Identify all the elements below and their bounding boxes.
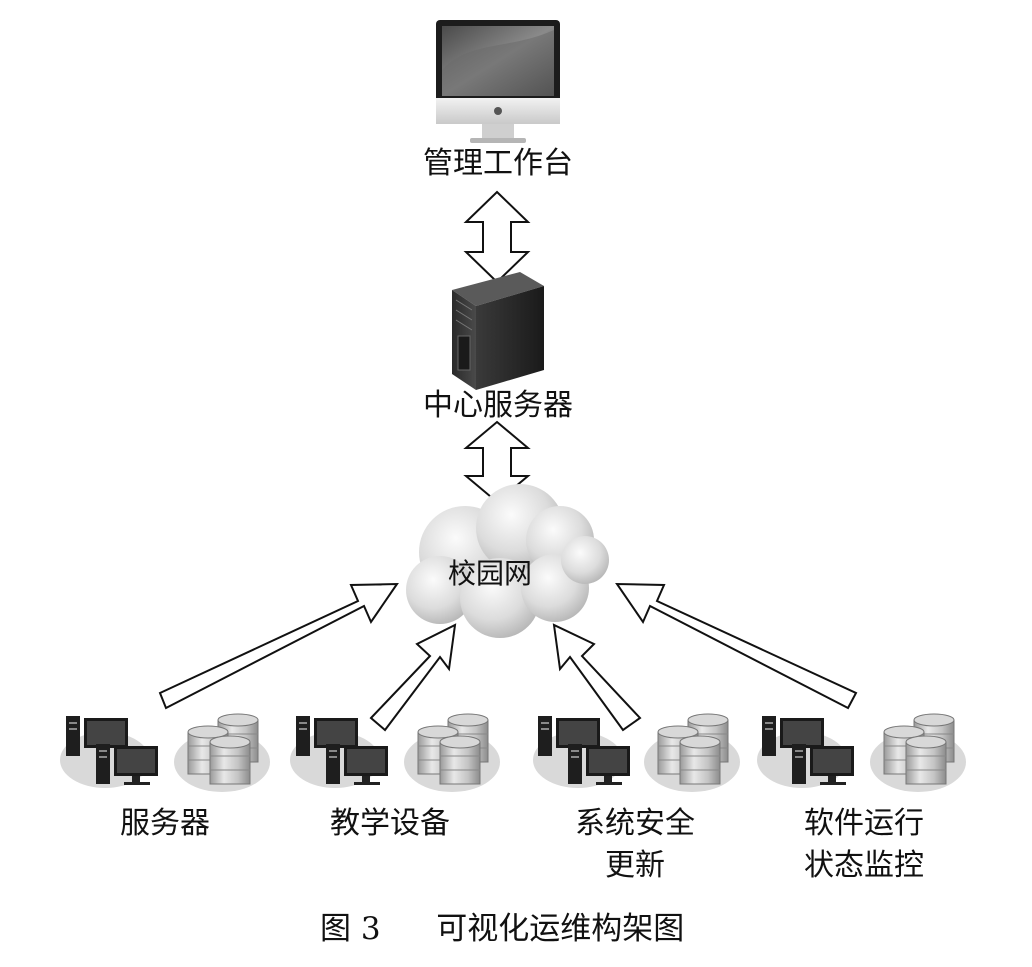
bottom-node-label-teaching-equipment: 教学设备: [330, 806, 450, 841]
database-icon: [187, 713, 259, 785]
cloud-icon: [406, 484, 609, 638]
device-group-software-monitoring: [757, 713, 966, 792]
server-tower-icon: [452, 272, 544, 390]
top-node-label: 管理工作台: [423, 146, 573, 181]
figure-number: 图 3: [320, 911, 381, 947]
database-icon: [417, 713, 489, 785]
bottom-node-label-software-monitoring-line1: 软件运行: [804, 806, 924, 841]
arrow-from-security-updates: [552, 623, 642, 732]
device-group-security-updates: [533, 713, 740, 792]
figure-title: 可视化运维构架图: [436, 911, 685, 947]
bottom-node-label-software-monitoring-line2: 状态监控: [804, 848, 924, 883]
arrow-from-servers: [158, 582, 399, 710]
center-node-label: 中心服务器: [423, 388, 573, 423]
arrow-from-software-monitoring: [615, 582, 858, 710]
network-node-label: 校园网: [447, 557, 532, 590]
bottom-node-label-security-updates-line2: 更新: [605, 848, 665, 883]
bottom-node-label-servers: 服务器: [120, 806, 210, 841]
bottom-node-label-security-updates-line1: 系统安全: [575, 806, 695, 841]
database-icon: [883, 713, 955, 785]
database-icon: [657, 713, 729, 785]
device-group-teaching-equipment: [290, 713, 500, 792]
arrow-from-teaching-equipment: [369, 623, 457, 732]
monitor-icon: [436, 20, 560, 143]
device-group-servers: [60, 713, 270, 792]
bidirectional-arrow-top: [463, 190, 531, 284]
figure-caption: 图 3 可视化运维构架图: [320, 903, 684, 948]
